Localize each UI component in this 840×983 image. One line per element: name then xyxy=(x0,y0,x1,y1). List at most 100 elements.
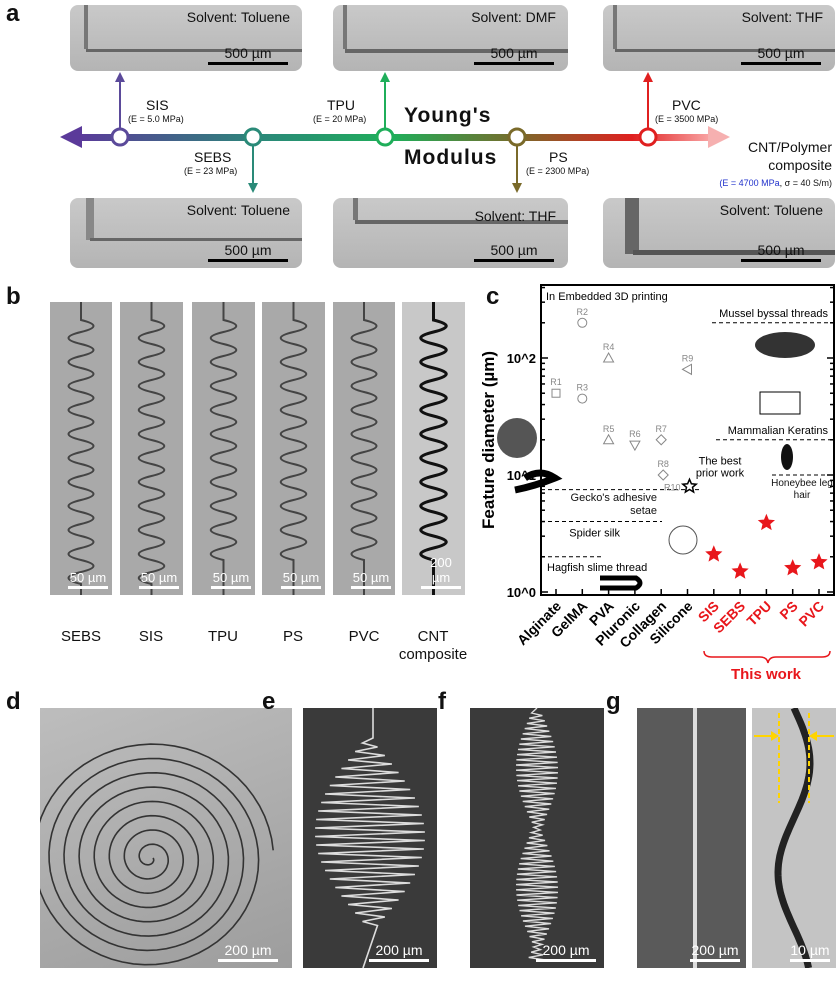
x-tick-label: Silicone xyxy=(646,598,695,647)
plot-frame xyxy=(540,284,835,596)
scale-bar: 200 µm xyxy=(690,942,740,962)
this-work-star-sebs xyxy=(731,562,749,579)
x-tick-label: SIS xyxy=(695,598,722,625)
scale-bar: 500 µm xyxy=(474,242,554,262)
node-sis xyxy=(110,127,130,147)
strip-label: SIS xyxy=(138,628,164,645)
x-tick-label: Pluronic xyxy=(592,598,643,649)
data-point-label: R8 xyxy=(657,459,669,469)
micrograph-a-bottom-3: Solvent: Toluene 500 µm xyxy=(603,198,835,268)
panel-label-e: e xyxy=(262,688,276,715)
data-point-label: R10 xyxy=(664,482,681,492)
solvent-label: Solvent: Toluene xyxy=(719,202,823,218)
gecko-icon xyxy=(514,469,563,494)
scale-bar: 500 µm xyxy=(474,45,554,65)
micrograph-f: 200 µm xyxy=(470,708,604,968)
micrograph-b-strip: 200 µm xyxy=(402,302,465,595)
solvent-label: Solvent: Toluene xyxy=(186,9,290,25)
spider-web-icon xyxy=(668,525,698,555)
micrograph-e: 200 µm xyxy=(303,708,437,968)
panel-label-c: c xyxy=(486,283,500,310)
data-point-label: R1 xyxy=(550,377,562,387)
micrograph-g-left: 200 µm xyxy=(637,708,746,968)
reference-label: Honeybee leg hair xyxy=(771,478,833,501)
x-tick-label: SEBS xyxy=(710,598,748,636)
strip-label: TPU xyxy=(208,628,238,645)
material-pvc: PVC xyxy=(672,97,701,113)
strip-label: PVC xyxy=(348,628,380,645)
micrograph-a-bottom-1: Solvent: Toluene 500 µm xyxy=(70,198,302,268)
data-point-R7 xyxy=(655,434,667,446)
data-point-label: R9 xyxy=(682,353,694,363)
node-pvc xyxy=(638,127,658,147)
this-work-star-tpu xyxy=(757,513,775,531)
micrograph-b-strip: 50 µm xyxy=(120,302,183,595)
node-tpu xyxy=(375,127,395,147)
spiral-print xyxy=(33,743,274,966)
data-point-label: R5 xyxy=(603,424,615,434)
data-point-R3 xyxy=(577,393,588,404)
scale-bar: 50 µm xyxy=(68,570,108,589)
solvent-label: Solvent: DMF xyxy=(471,9,556,25)
scale-bar: 200 µm xyxy=(536,942,596,962)
scale-bar: 200 µm xyxy=(369,942,429,962)
micrograph-b-strip: 50 µm xyxy=(333,302,395,595)
micrograph-a-top-1: Solvent: Toluene 500 µm xyxy=(70,5,302,71)
x-tick-label: Collagen xyxy=(616,598,669,651)
data-point-R2 xyxy=(577,317,588,328)
panel-label-b: b xyxy=(6,283,21,310)
data-point-label: R2 xyxy=(577,307,589,317)
reference-label: Spider silk xyxy=(569,528,620,540)
node-ps xyxy=(507,127,527,147)
strip-label: CNT composite xyxy=(398,628,468,663)
micrograph-b-strip: 50 µm xyxy=(50,302,112,595)
keratin-icon xyxy=(759,391,801,415)
scale-bar: 500 µm xyxy=(741,242,821,262)
x-tick-label: PVC xyxy=(795,598,827,630)
modulus-timeline xyxy=(60,72,730,193)
scale-bar: 10 µm xyxy=(790,942,830,962)
arrow-right-icon xyxy=(708,126,730,148)
honeybee-icon xyxy=(781,444,793,470)
data-point-R4 xyxy=(602,351,615,363)
data-point-R10 xyxy=(680,477,699,494)
chart-title: In Embedded 3D printing xyxy=(546,291,668,303)
this-work-star-sis xyxy=(705,545,723,562)
reference-label: Mussel byssal threads xyxy=(719,308,828,320)
data-point-R5 xyxy=(602,433,615,445)
data-point-R6 xyxy=(629,440,641,452)
strip-label: SEBS xyxy=(60,628,102,645)
y-axis-label: Feature diameter (µm) xyxy=(479,351,498,529)
this-work-brace xyxy=(703,650,831,664)
x-tick-label: PS xyxy=(776,598,801,623)
this-work-label: This work xyxy=(731,666,802,683)
micrograph-b-strip: 50 µm xyxy=(192,302,255,595)
data-point-label: R6 xyxy=(629,429,641,439)
scale-bar: 200 µm xyxy=(218,942,278,962)
scale-bar: 50 µm xyxy=(351,570,391,589)
panel-label-g: g xyxy=(606,688,621,715)
this-work-star-pvc xyxy=(810,553,828,570)
solvent-label: Solvent: THF xyxy=(741,9,823,25)
micrograph-b-strip: 50 µm xyxy=(262,302,325,595)
reference-label: Hagfish slime thread xyxy=(547,562,647,574)
solvent-label: Solvent: THF xyxy=(474,208,556,224)
modulus-sis: (E = 5.0 MPa) xyxy=(128,114,184,124)
micrograph-g-right: 10 µm xyxy=(752,708,836,968)
data-point-R8 xyxy=(657,469,669,481)
x-tick-label: PVA xyxy=(586,598,617,629)
y-tick-label: 10^2 xyxy=(507,351,536,366)
micrograph-d-spiral: 200 µm xyxy=(33,708,292,968)
scale-bar: 500 µm xyxy=(208,242,288,262)
scale-bar: 50 µm xyxy=(211,570,251,589)
modulus-pvc: (E = 3500 MPa) xyxy=(655,114,719,124)
micrograph-a-top-3: Solvent: THF 500 µm xyxy=(603,5,835,71)
hagfish-icon xyxy=(600,575,643,591)
y-tick-label: 10^1 xyxy=(507,468,536,483)
scale-bar: 500 µm xyxy=(208,45,288,65)
modulus-sebs: (E = 23 MPa) xyxy=(184,166,238,176)
data-point-R1 xyxy=(551,388,561,398)
panel-label-a: a xyxy=(6,0,20,27)
